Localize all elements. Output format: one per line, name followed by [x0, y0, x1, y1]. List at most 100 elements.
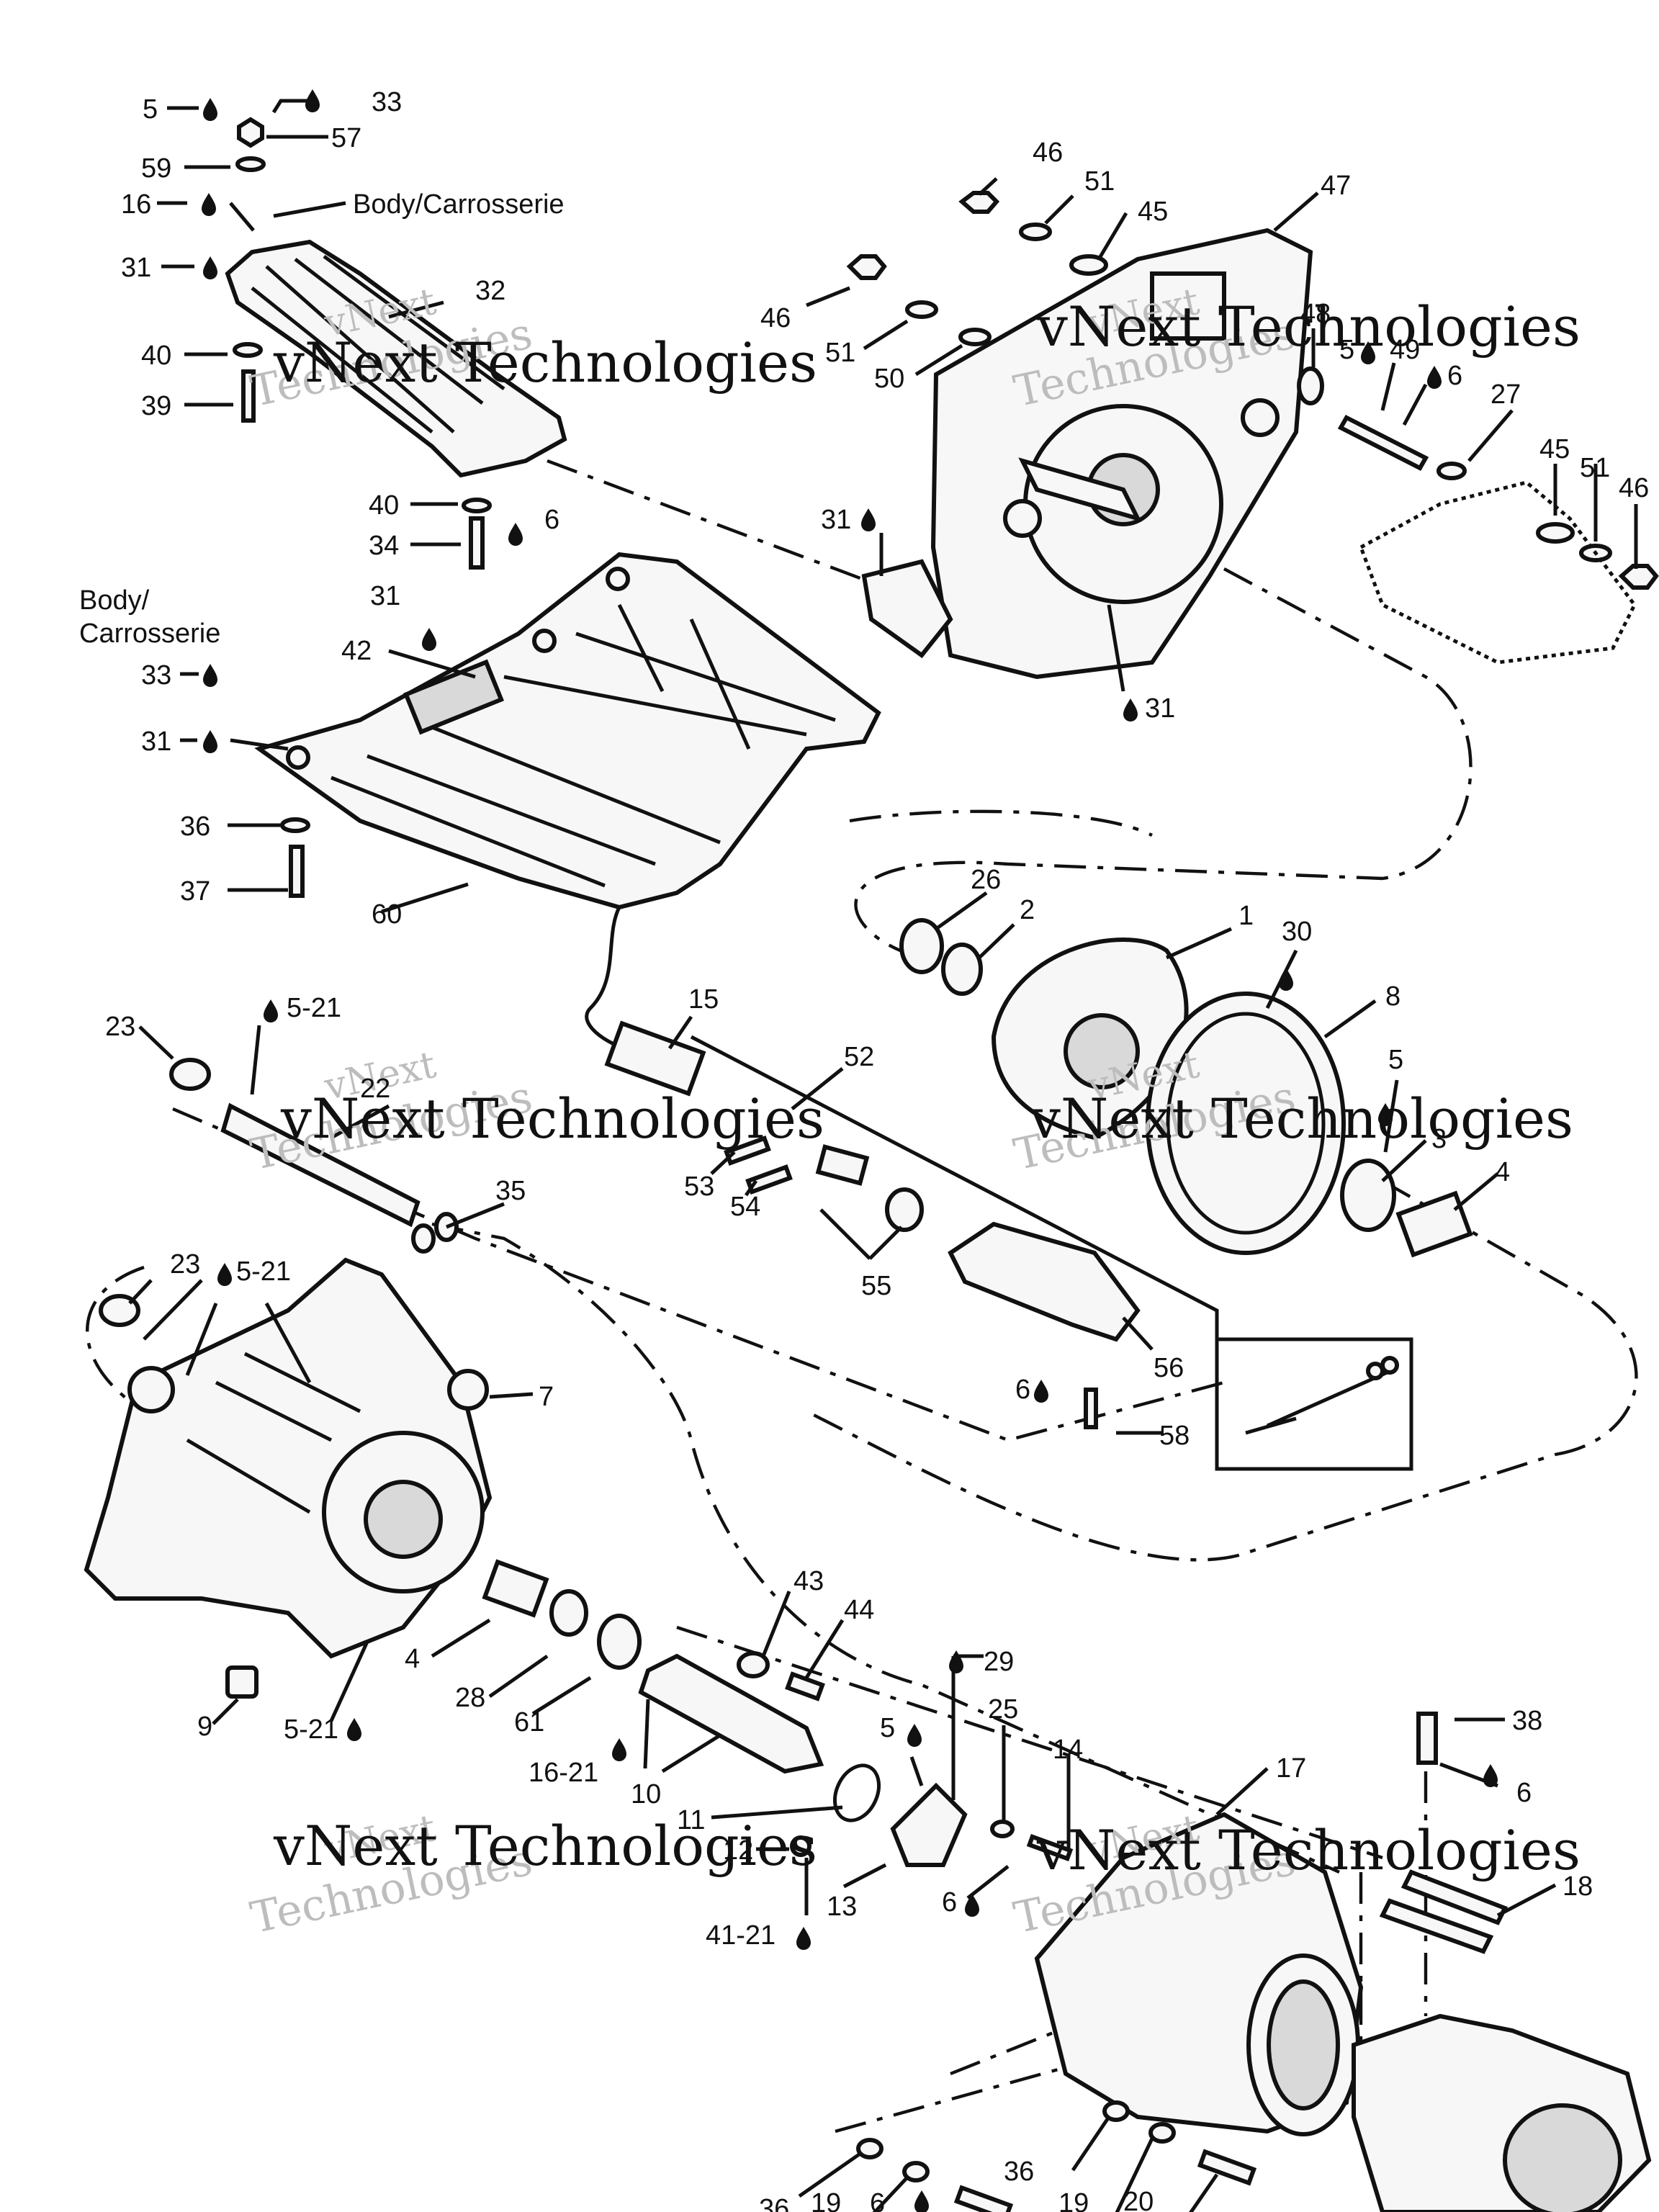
callout: 6	[1015, 1375, 1030, 1405]
callout: 44	[844, 1595, 874, 1625]
watermark-sub: vNext Technologies	[1036, 1818, 1581, 1882]
callout: 12	[723, 1835, 753, 1866]
pins-18	[1379, 1869, 1509, 1954]
grille-42	[403, 659, 505, 735]
watermark-sub: vNext Technologies	[1036, 295, 1581, 359]
trim-56	[948, 1221, 1141, 1342]
watermark-group: vNext Technologies vNext Technologies vN…	[246, 280, 1581, 1943]
callout: 36	[1004, 2157, 1034, 2187]
callout: 4	[405, 1644, 420, 1674]
o-ring-11	[833, 1763, 881, 1822]
nut-57	[237, 117, 264, 148]
callout: 4	[1495, 1157, 1510, 1187]
callout: 37	[180, 876, 210, 907]
drop-icon	[347, 1718, 361, 1741]
callout: 6	[942, 1887, 957, 1917]
callout: 55	[861, 1271, 891, 1301]
nut-46-c	[1618, 564, 1659, 590]
plug-43	[737, 1651, 770, 1678]
impeller-housing-group	[899, 918, 1473, 1258]
callout: 30	[1282, 917, 1312, 947]
watermark-sub: vNext Technologies	[273, 1814, 817, 1878]
screw-58	[1084, 1388, 1098, 1429]
bracket-32	[225, 239, 567, 478]
plate-60	[254, 552, 881, 910]
callout: 31	[821, 505, 851, 535]
washer-27	[1437, 462, 1467, 480]
callout-labels: 5 33 57 59 16 31 32 40 39 40 34 6 31 42 …	[105, 87, 1649, 2212]
plug-12	[790, 1835, 811, 1857]
drop-icon	[203, 98, 217, 121]
drop-icon	[861, 508, 876, 531]
callout: 6	[870, 2188, 885, 2212]
callout: 14	[1053, 1735, 1083, 1765]
bolt-37	[289, 845, 305, 898]
callout: 46	[760, 303, 791, 333]
bolt-38	[1416, 1712, 1438, 1765]
wear-ring-8	[1146, 992, 1346, 1255]
callout: 5	[880, 1713, 895, 1743]
callout: 57	[331, 123, 361, 153]
callout: 34	[369, 531, 399, 561]
seal-3	[1340, 1159, 1396, 1232]
callout: 36	[180, 811, 210, 842]
pump-housing-7	[84, 1257, 642, 1699]
callout: 23	[105, 1012, 135, 1042]
drop-icon	[1034, 1380, 1048, 1403]
callout: 32	[475, 276, 505, 306]
callout: 40	[369, 490, 399, 521]
callout: 33	[372, 87, 402, 117]
shaft-22	[220, 1102, 421, 1228]
callout: 51	[825, 338, 855, 368]
callout: 16-21	[529, 1758, 598, 1788]
connector-15	[604, 1020, 706, 1097]
bearing-61	[597, 1614, 642, 1670]
callout: 31	[141, 727, 171, 757]
inset-box	[1215, 1337, 1413, 1471]
watermark-sub: vNext Technologies	[280, 1087, 824, 1151]
callout: 10	[631, 1779, 661, 1809]
callout: 54	[730, 1192, 760, 1222]
bolt-6	[953, 2185, 1014, 2212]
nut-46-a	[958, 191, 1000, 214]
washer-19-a	[902, 2161, 930, 2182]
drop-icon	[612, 1738, 626, 1761]
cap-13	[890, 1782, 968, 1867]
callout: 1	[1238, 901, 1254, 931]
callout: 41-21	[706, 1920, 775, 1951]
callout: 51	[1084, 166, 1115, 197]
callout: 2	[1020, 895, 1035, 925]
stud-49	[1337, 415, 1429, 471]
callout: 11	[677, 1805, 705, 1835]
washer-45-b	[1536, 522, 1575, 544]
drop-icon	[1483, 1764, 1498, 1787]
washer-50	[958, 328, 992, 346]
bolt-20	[1197, 2149, 1257, 2186]
drop-icon	[907, 1724, 922, 1747]
terminal-54	[745, 1164, 793, 1195]
drop-icon	[914, 2190, 929, 2212]
callout: 35	[495, 1176, 526, 1206]
drop-icon	[965, 1894, 979, 1917]
callout: 60	[372, 899, 402, 930]
drop-icon	[1123, 698, 1138, 721]
o-ring-35-a	[411, 1223, 436, 1254]
callout: 46	[1033, 138, 1063, 168]
callout: 50	[874, 364, 904, 394]
callout: 59	[141, 153, 171, 184]
callout: 26	[971, 865, 1001, 895]
callout: 15	[688, 984, 719, 1015]
insert-9	[225, 1665, 258, 1699]
callout: 13	[827, 1892, 857, 1922]
callout: 9	[197, 1712, 212, 1742]
callout: 56	[1154, 1353, 1184, 1383]
trim-assembly	[604, 1020, 1413, 1471]
upper-bracket-assembly	[225, 117, 567, 570]
washer-59	[235, 156, 266, 172]
callout: 5-21	[287, 993, 341, 1023]
callout: 29	[984, 1647, 1014, 1677]
drop-icon	[305, 89, 320, 112]
callout: 8	[1385, 981, 1401, 1012]
fitting-55-b	[885, 1187, 924, 1232]
callout: 61	[514, 1707, 544, 1737]
